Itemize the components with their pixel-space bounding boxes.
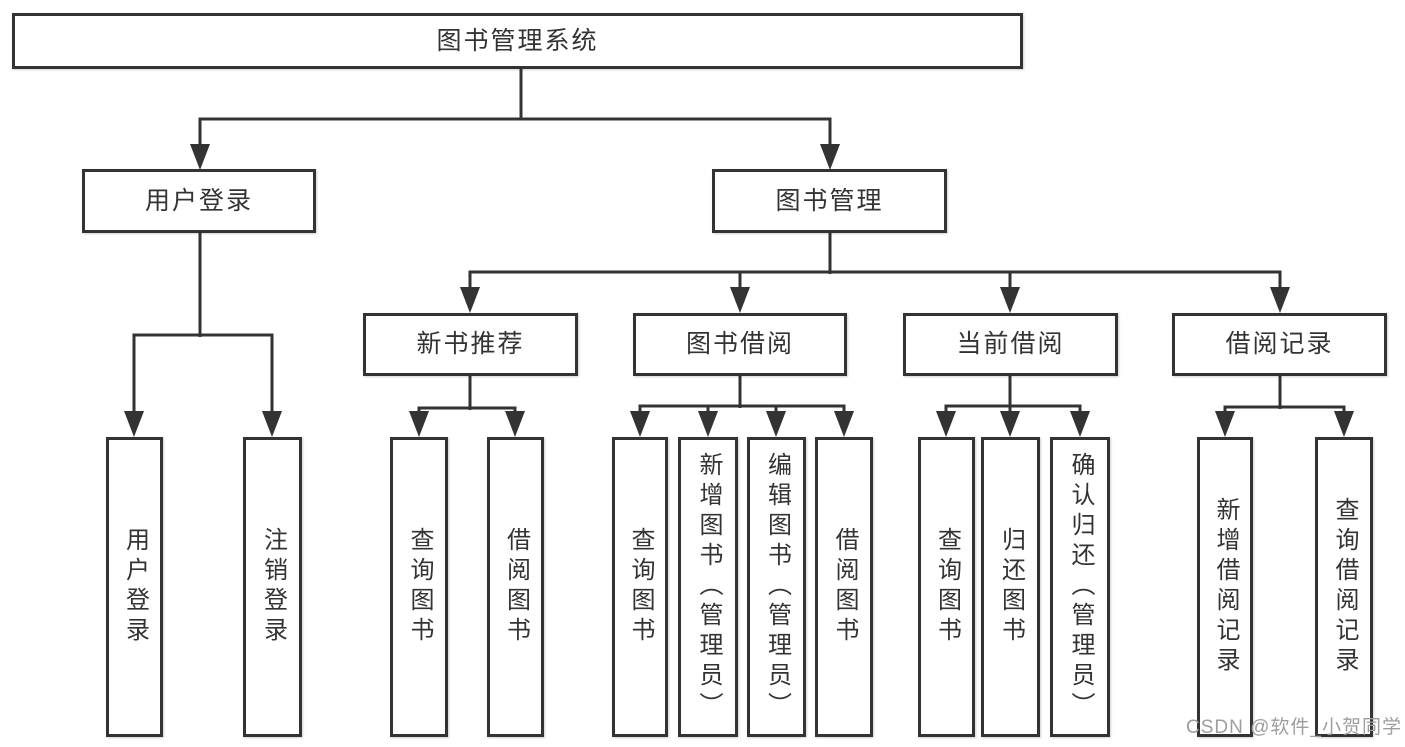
leaf-add-borrow-record-label: 新增借阅记录	[1212, 497, 1239, 677]
csdn-watermark: CSDN @软件_小贺同学	[1186, 717, 1402, 738]
leaf-query-books-borrowing-label: 查询图书	[627, 527, 654, 647]
leaf-confirm-return-admin-label: 确认归还（管理员）	[1067, 452, 1094, 722]
connector-arrowheads	[124, 144, 1354, 437]
node-book-management: 图书管理	[712, 169, 947, 233]
leaf-user-login-label: 用户登录	[121, 527, 149, 647]
leaf-add-book-admin: 新增图书（管理员）	[678, 437, 738, 737]
node-user-login: 用户登录	[82, 169, 316, 233]
leaf-user-login: 用户登录	[106, 437, 163, 737]
leaf-return-books-label: 归还图书	[997, 527, 1025, 647]
node-current-borrowing-label: 当前借阅	[956, 330, 1065, 358]
leaf-logout: 注销登录	[243, 437, 302, 737]
node-new-book-recommendation: 新书推荐	[363, 313, 578, 376]
leaf-borrow-books-borrowing: 借阅图书	[815, 437, 873, 737]
leaf-edit-book-admin-label: 编辑图书（管理员）	[763, 452, 791, 722]
leaf-query-books-newbook: 查询图书	[390, 437, 448, 737]
leaf-confirm-return-admin: 确认归还（管理员）	[1050, 437, 1110, 737]
node-book-borrowing: 图书借阅	[633, 313, 847, 376]
node-user-login-label: 用户登录	[144, 186, 253, 215]
leaf-query-books-current: 查询图书	[918, 437, 975, 737]
leaf-borrow-books-newbook: 借阅图书	[487, 437, 544, 737]
node-current-borrowing: 当前借阅	[903, 313, 1118, 376]
leaf-add-borrow-record: 新增借阅记录	[1197, 437, 1253, 737]
node-borrowing-records-label: 借阅记录	[1225, 330, 1334, 358]
node-book-borrowing-label: 图书借阅	[685, 330, 794, 358]
leaf-borrow-books-borrowing-label: 借阅图书	[831, 527, 858, 647]
leaf-edit-book-admin: 编辑图书（管理员）	[747, 437, 806, 737]
leaf-query-borrow-record: 查询借阅记录	[1315, 437, 1373, 737]
leaf-query-books-current-label: 查询图书	[933, 527, 961, 647]
node-new-book-recommendation-label: 新书推荐	[416, 330, 525, 358]
node-library-management-system-label: 图书管理系统	[436, 26, 599, 55]
node-book-management-label: 图书管理	[775, 186, 884, 215]
leaf-query-borrow-record-label: 查询借阅记录	[1331, 497, 1358, 677]
leaf-borrow-books-newbook-label: 借阅图书	[502, 527, 530, 647]
leaf-return-books: 归还图书	[981, 437, 1040, 737]
leaf-query-books-newbook-label: 查询图书	[406, 527, 433, 647]
leaf-query-books-borrowing: 查询图书	[612, 437, 668, 737]
node-library-management-system: 图书管理系统	[12, 13, 1023, 69]
leaf-logout-label: 注销登录	[259, 527, 287, 647]
node-borrowing-records: 借阅记录	[1172, 313, 1387, 376]
leaf-add-book-admin-label: 新增图书（管理员）	[695, 452, 722, 722]
